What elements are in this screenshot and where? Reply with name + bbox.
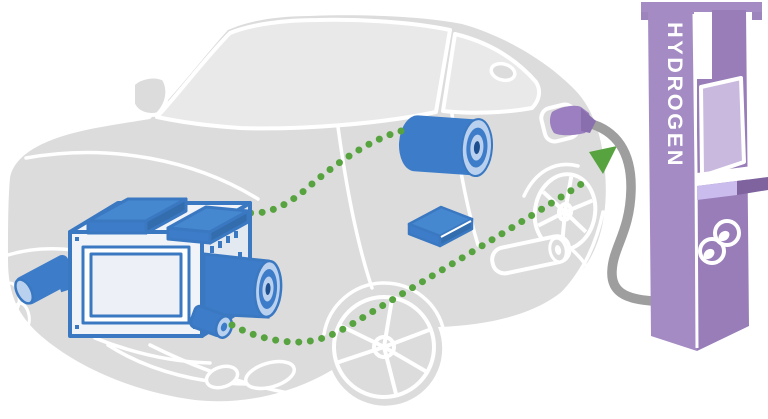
- far-side-mirror: [489, 61, 517, 83]
- dispenser-screen: [699, 76, 746, 178]
- notch-ledge: [694, 75, 712, 79]
- arrowhead: [589, 146, 617, 174]
- wheel-spokes: [335, 298, 430, 395]
- hydrogen-tank: [399, 115, 494, 178]
- tank-end-cap: [460, 118, 494, 178]
- dotted-line: [246, 127, 405, 217]
- station-label: HYDROGEN: [663, 22, 686, 168]
- front-skid-oval: [243, 359, 297, 391]
- cylinder-end-cap: [253, 259, 283, 319]
- dispenser-shelf: [697, 164, 768, 200]
- intake-cylinder: [14, 254, 77, 305]
- corner-edge-highlight: [692, 13, 699, 349]
- battery-pack: [407, 205, 474, 248]
- dispenser-front-face: [648, 10, 697, 351]
- fuel-nozzle: [549, 105, 596, 136]
- dispenser-hose: [583, 118, 657, 306]
- cap-tab-left: [641, 12, 651, 20]
- fuel-line-port: [189, 304, 234, 339]
- front-lamps: [3, 281, 297, 391]
- dotted-line: [228, 177, 590, 346]
- windshield: [155, 17, 452, 131]
- car-silhouette: [3, 15, 606, 406]
- dispenser-cap: [641, 2, 762, 12]
- stack-slab-left: [86, 197, 188, 235]
- stack-slab-right: [166, 205, 250, 245]
- flow-fuel-line-to-nozzle: [228, 146, 617, 346]
- tow-cover: [204, 364, 240, 390]
- fuel-cell-stack: [14, 197, 283, 339]
- cap-tab-right: [752, 12, 762, 20]
- rear-wheel: [332, 295, 436, 399]
- hydrogen-dispenser: HYDROGEN: [641, 2, 768, 351]
- h2-molecule-icon: [698, 219, 741, 265]
- output-cylinder: [202, 252, 283, 319]
- rear-bumper-wheel-edge: [490, 234, 572, 276]
- side-mirror: [131, 74, 170, 117]
